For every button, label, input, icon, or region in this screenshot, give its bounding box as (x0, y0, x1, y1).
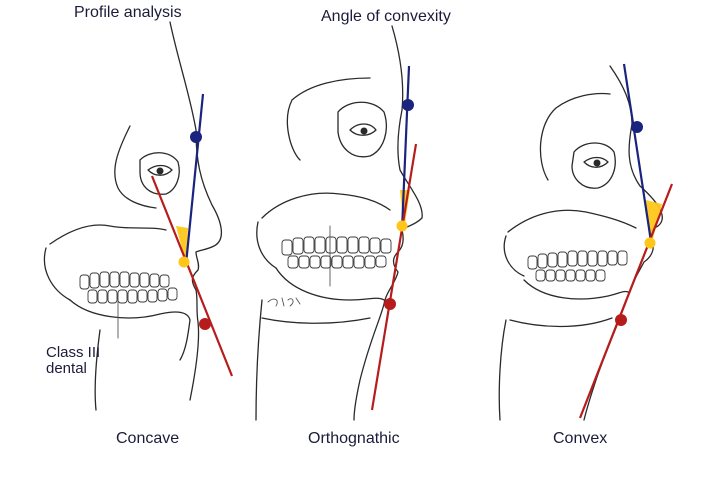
concave-skull-sketch (43, 21, 222, 411)
caption-orthognathic: Orthognathic (308, 430, 400, 447)
convex-upper-line (622, 63, 654, 249)
orthognathic-glabella-point (402, 99, 414, 111)
concave-glabella-point (190, 131, 202, 143)
caption-convex: Convex (553, 430, 608, 447)
concave-angle-wedge (176, 226, 188, 264)
concave-pogonion-point (199, 318, 211, 330)
annotation-line-2: dental (46, 360, 87, 377)
angle-of-convexity-title: Angle of convexity (321, 8, 451, 25)
convex-glabella-point (631, 121, 643, 133)
orthognathic-skull-sketch (255, 25, 423, 421)
orthognathic-lower-line (370, 143, 418, 411)
convex-pogonion-point (615, 314, 627, 326)
convex-skull-sketch (498, 65, 663, 421)
class-iii-annotation: Class III dental (46, 345, 100, 377)
orthognathic-pogonion-point (384, 298, 396, 310)
caption-concave: Concave (116, 430, 180, 447)
orthognathic-upper-line (400, 65, 411, 231)
concave-upper-line (184, 93, 205, 265)
concave-lower-line (150, 175, 234, 377)
convex-subnasal-point (644, 237, 656, 249)
convex-lower-line (578, 183, 674, 419)
profile-analysis-title: Profile analysis (74, 4, 182, 21)
orthognathic-subnasal-point (396, 220, 408, 232)
annotation-line-1: Class III (46, 344, 101, 361)
concave-subnasal-point (178, 256, 190, 268)
